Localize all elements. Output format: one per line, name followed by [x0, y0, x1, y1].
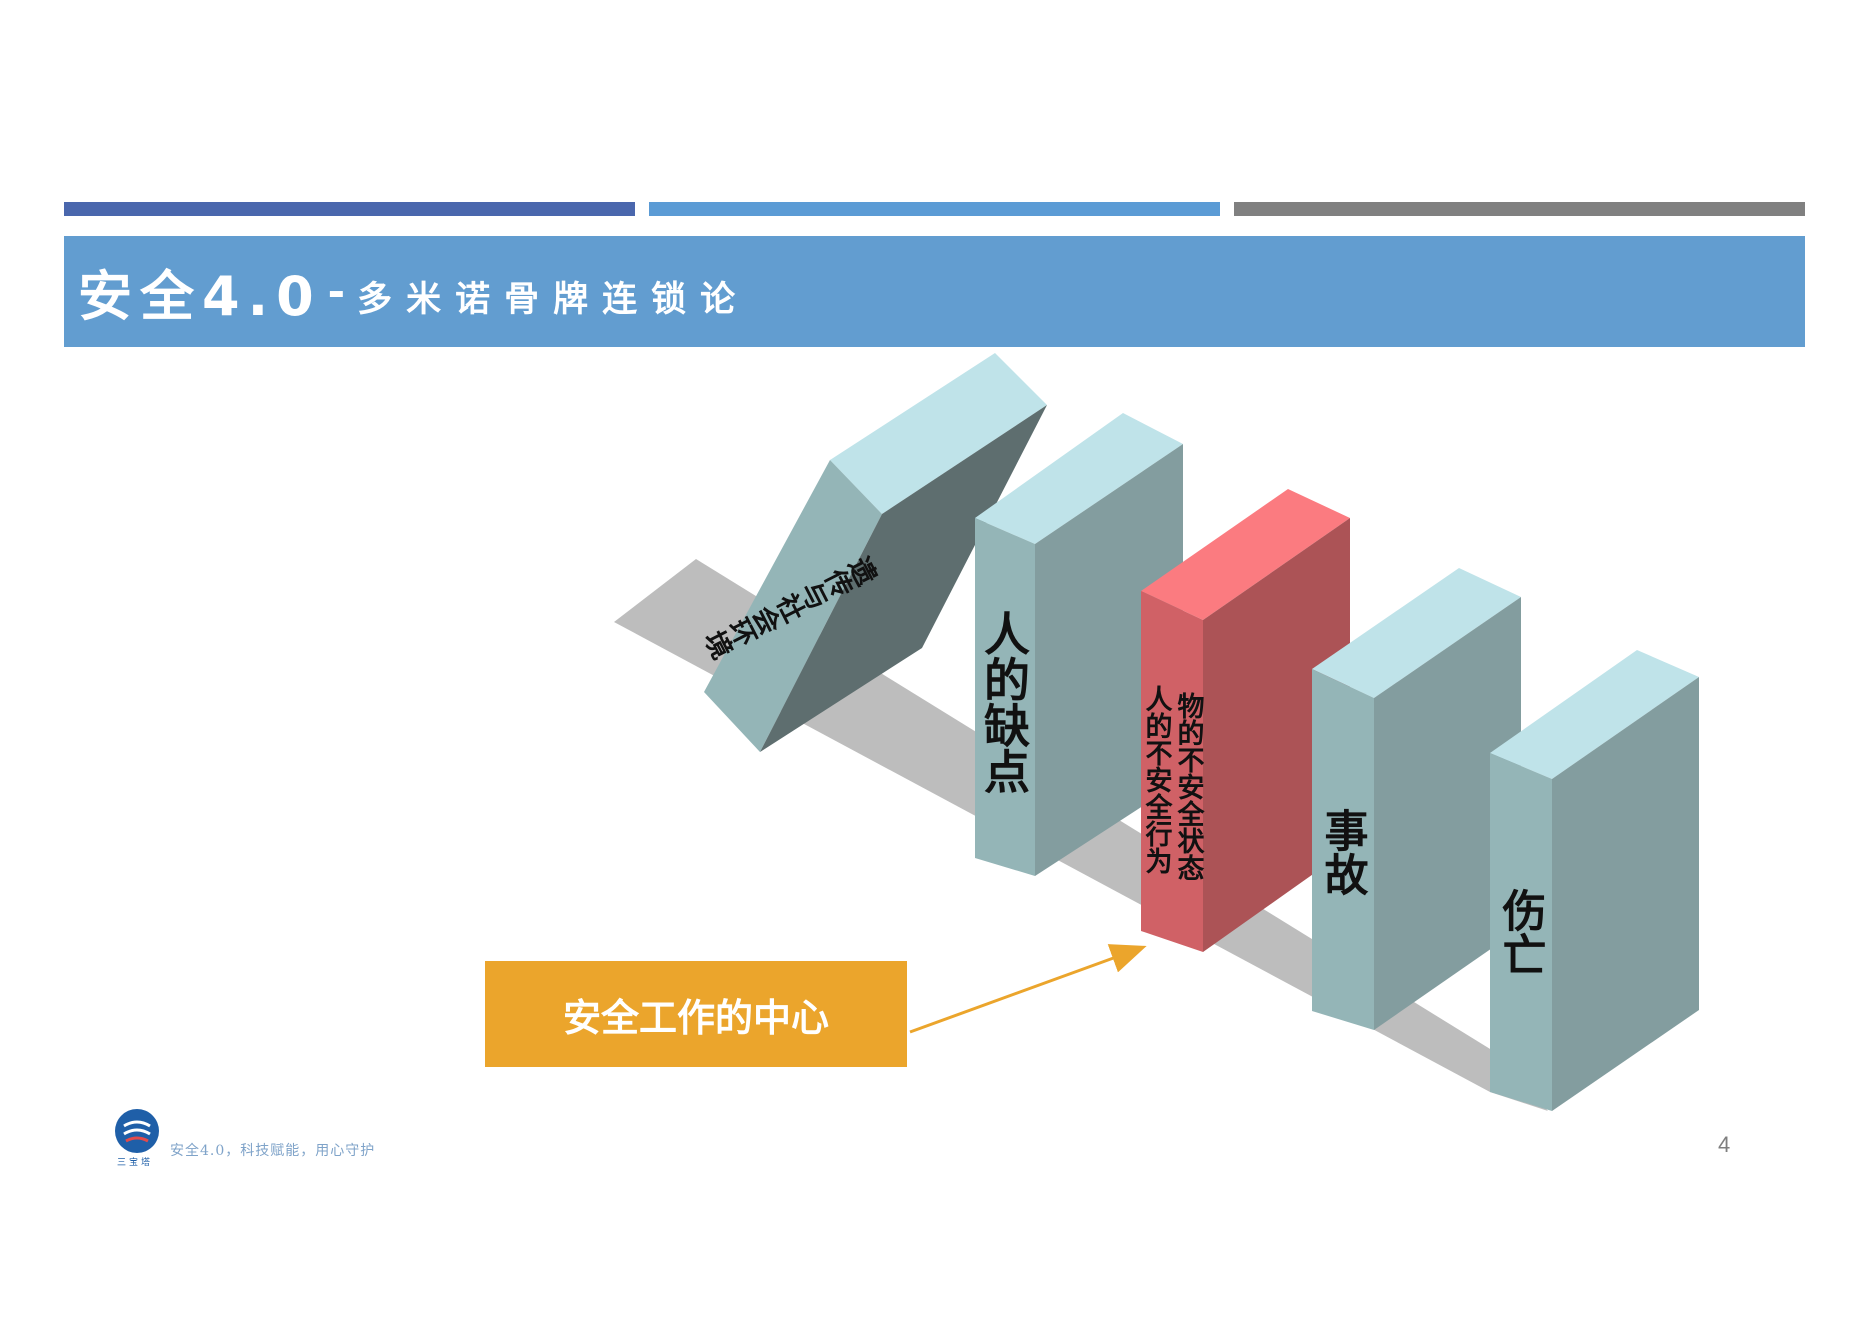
domino-unsafe-label-line1: 物的不安全状态: [1173, 692, 1206, 881]
callout-box: 安全工作的中心: [485, 961, 907, 1067]
domino-unsafe-label-line2: 人的不安全行为: [1141, 685, 1174, 874]
logo-caption: 三宝塔: [117, 1158, 154, 1168]
domino-personal-defects-label: 人的缺点: [977, 610, 1031, 794]
domino-accident-top: [1312, 568, 1521, 698]
domino-accident-front: [1312, 669, 1374, 1030]
domino-personal-defects-top: [975, 413, 1183, 544]
domino-accident-side: [1374, 597, 1521, 1030]
domino-personal-defects-front: [975, 518, 1035, 876]
title-main: 安全4.0: [78, 265, 322, 328]
domino-unsafe: 物的不安全状态 人的不安全行为: [1141, 489, 1350, 952]
page-number: 4: [1718, 1132, 1731, 1157]
domino-genetics-top: [830, 353, 1047, 514]
company-logo-icon: [115, 1109, 159, 1153]
domino-unsafe-front: [1141, 591, 1203, 952]
callout-arrow: [909, 944, 1147, 1034]
domino-genetics-side: [760, 405, 1047, 752]
title-bar: 安全4.0 - 多米诺骨牌连锁论: [64, 236, 1805, 347]
title-subtitle: 多米诺骨牌连锁论: [357, 280, 750, 320]
header-stripe-light-blue: [649, 202, 1220, 216]
footer-slogan: 安全4.0，科技赋能，用心守护: [170, 1143, 376, 1159]
domino-accident-label: 事故: [1317, 808, 1368, 896]
domino-injury-side: [1552, 677, 1699, 1111]
domino-unsafe-top: [1141, 489, 1350, 620]
title-separator: -: [327, 267, 346, 316]
domino-injury-label: 伤亡: [1495, 888, 1548, 976]
domino-accident: 事故: [1312, 568, 1521, 1030]
domino-injury: 伤亡: [1490, 650, 1699, 1111]
domino-genetics-front: [704, 460, 882, 752]
domino-injury-top: [1490, 650, 1699, 779]
header-stripe-gray: [1234, 202, 1805, 216]
header-stripe-dark-blue: [64, 202, 635, 216]
domino-injury-front: [1490, 753, 1552, 1111]
